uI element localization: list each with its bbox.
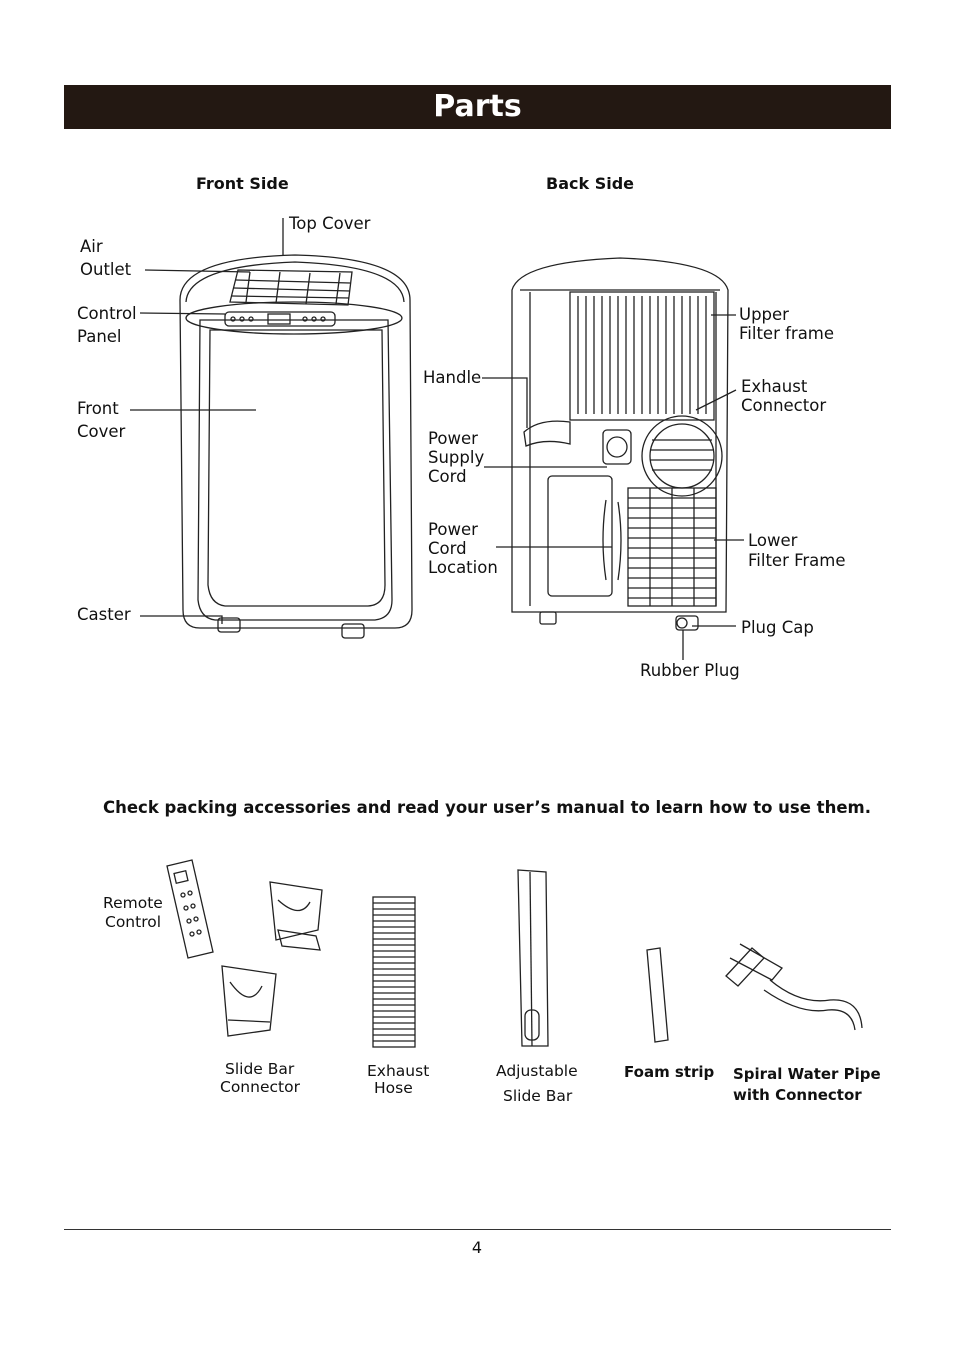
front-side-heading: Front Side: [196, 174, 289, 193]
label-handle: Handle: [423, 368, 482, 387]
foam-strip-drawing: [646, 947, 669, 1043]
back-side-heading: Back Side: [546, 174, 634, 193]
label-upper-filter-frame-2: Filter frame: [739, 324, 835, 343]
label-power-cord-location-1: Power: [428, 520, 478, 539]
label-front-cover-1: Front: [77, 399, 119, 418]
label-caster: Caster: [77, 605, 131, 624]
label-plug-cap: Plug Cap: [741, 618, 814, 637]
label-control-panel-2: Panel: [77, 327, 122, 346]
label-rubber-plug: Rubber Plug: [640, 661, 740, 680]
label-adjustable-slide-bar-2: Slide Bar: [503, 1087, 573, 1105]
label-front-cover-2: Cover: [77, 422, 126, 441]
label-control-panel-1: Control: [77, 304, 137, 323]
footer-divider: [64, 1229, 891, 1230]
front-unit-drawing: [179, 254, 413, 639]
back-leader-lines: [482, 314, 744, 660]
page-title: Parts: [64, 85, 891, 129]
accessories-note: Check packing accessories and read your …: [103, 798, 871, 817]
label-upper-filter-frame-1: Upper: [739, 305, 789, 324]
label-slide-bar-connector-1: Slide Bar: [225, 1060, 295, 1078]
label-lower-filter-frame-2: Filter Frame: [748, 551, 846, 570]
label-power-supply-cord-2: Supply: [428, 448, 485, 467]
label-exhaust-connector-2: Connector: [741, 396, 827, 415]
label-air-outlet-1: Air: [80, 237, 103, 256]
adjustable-slide-bar-drawing: [517, 869, 549, 1047]
label-power-supply-cord-3: Cord: [428, 467, 467, 486]
label-air-outlet-2: Outlet: [80, 260, 132, 279]
label-foam-strip: Foam strip: [624, 1063, 715, 1081]
front-leader-lines: [130, 218, 284, 624]
label-spiral-water-pipe-1: Spiral Water Pipe: [733, 1065, 881, 1083]
label-spiral-water-pipe-2: with Connector: [733, 1086, 862, 1104]
label-remote-control-2: Control: [105, 913, 162, 931]
exhaust-hose-drawing: [372, 896, 416, 1048]
label-remote-control-1: Remote: [103, 894, 163, 912]
label-exhaust-hose-2: Hose: [374, 1079, 413, 1097]
slide-bar-connector-drawing: [221, 881, 323, 1037]
label-adjustable-slide-bar-1: Adjustable: [496, 1062, 578, 1080]
label-exhaust-connector-1: Exhaust: [741, 377, 808, 396]
label-exhaust-hose-1: Exhaust: [367, 1062, 430, 1080]
label-slide-bar-connector-2: Connector: [220, 1078, 300, 1096]
spiral-water-pipe-drawing: [725, 943, 863, 1031]
remote-control-drawing: [166, 859, 214, 959]
label-lower-filter-frame-1: Lower: [748, 531, 798, 550]
page-number: 4: [471, 1238, 483, 1257]
label-power-cord-location-2: Cord: [428, 539, 467, 558]
back-unit-drawing: [511, 257, 729, 631]
label-power-supply-cord-1: Power: [428, 429, 478, 448]
label-top-cover: Top Cover: [289, 214, 371, 233]
label-power-cord-location-3: Location: [428, 558, 498, 577]
